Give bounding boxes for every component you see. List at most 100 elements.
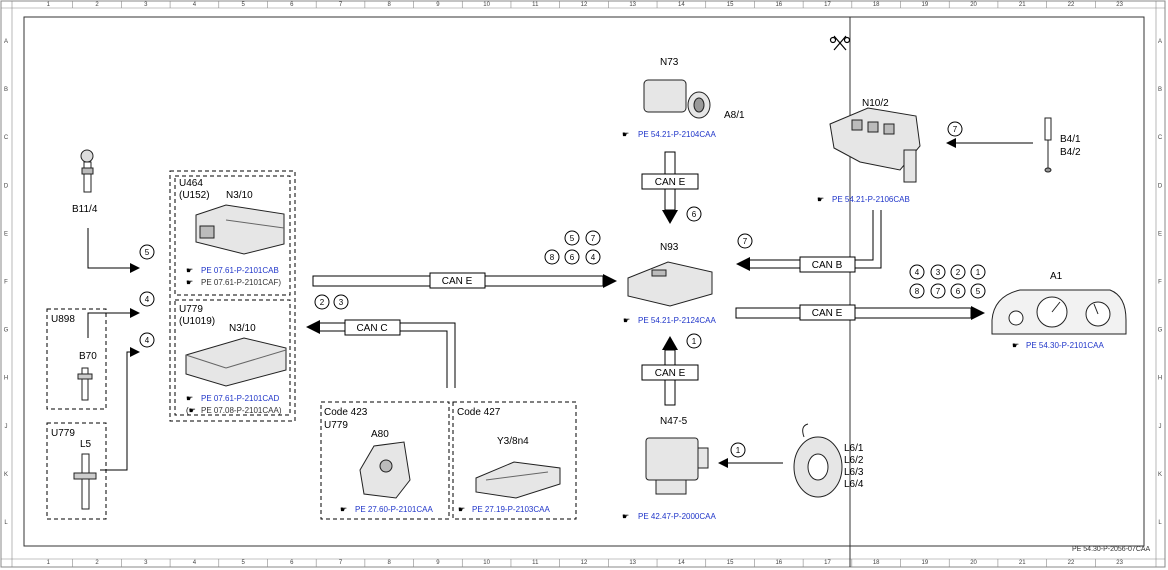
grid-col-label: 3	[144, 2, 148, 8]
n93-label: N93	[660, 242, 679, 253]
bubble-b11-4: 5	[145, 248, 150, 257]
brake-disc-icon	[793, 423, 843, 498]
bubble-a1-6: 6	[956, 287, 961, 296]
grid-col-label: 6	[290, 560, 294, 566]
code-423-box	[320, 401, 450, 520]
n3-10-ecu-icon	[195, 204, 285, 255]
n10-2-ref[interactable]: PE 54.21-P-2106CAB	[832, 195, 910, 204]
grid-row-label: C	[1158, 135, 1163, 141]
n73-ignition-icon	[643, 79, 711, 119]
n3-10-ref-b[interactable]: PE 07.61-P-2101CAF)	[201, 278, 281, 287]
grid-row-label: G	[4, 328, 9, 334]
y3-8n4-ref[interactable]: PE 27.19-P-2103CAA	[472, 505, 550, 514]
u779-code-label: U779	[324, 420, 348, 431]
grid-col-label: 1	[47, 2, 51, 8]
svg-text:☛: ☛	[186, 266, 193, 275]
grid-col-label: 21	[1019, 560, 1026, 566]
ecu-group-box	[169, 170, 296, 422]
bubble-a1-7: 7	[936, 287, 941, 296]
svg-text:☛: ☛	[186, 278, 193, 287]
grid-col-label: 18	[873, 560, 880, 566]
l6-4-label: L6/4	[844, 479, 864, 490]
svg-text:☛: ☛	[458, 505, 465, 514]
a80-selector-icon	[359, 441, 411, 499]
bubble-a1-1: 1	[976, 268, 981, 277]
u152-label: (U152)	[179, 190, 210, 201]
grid-col-label: 7	[339, 560, 343, 566]
grid-row-label: C	[4, 135, 9, 141]
u898-box	[46, 308, 107, 410]
b4-1-label: B4/1	[1060, 134, 1081, 145]
a80-ref[interactable]: PE 27.60-P-2101CAA	[355, 505, 433, 514]
grid-col-label: 19	[922, 2, 929, 8]
b4-2-label: B4/2	[1060, 147, 1081, 158]
n73-ref[interactable]: PE 54.21-P-2104CAA	[638, 130, 716, 139]
grid-row-label: D	[1158, 183, 1163, 189]
grid-col-label: 23	[1116, 560, 1123, 566]
bubble-n73: 6	[692, 210, 697, 219]
grid-row-label: H	[4, 376, 8, 382]
svg-text:☛: ☛	[1012, 341, 1019, 350]
n47-5-esp-icon	[645, 437, 709, 495]
n3-10-ref-c[interactable]: PE 07.61-P-2101CAD	[201, 394, 279, 403]
bubble-l5: 4	[145, 336, 150, 345]
grid-row-label: H	[1158, 376, 1162, 382]
bubble-n93-5: 5	[570, 234, 575, 243]
n73-label: N73	[660, 57, 679, 68]
n3-10-ref-d[interactable]: PE 07.08-P-2101CAA)	[201, 406, 282, 415]
svg-text:(☛: (☛	[186, 406, 196, 415]
inner-frame	[23, 16, 1145, 547]
grid-col-label: 15	[727, 560, 734, 566]
grid-row-label: F	[1158, 280, 1162, 286]
grid-col-label: 3	[144, 560, 148, 566]
n3-10-top-label: N3/10	[226, 190, 253, 201]
a8-1-label: A8/1	[724, 110, 745, 121]
grid-col-label: 14	[678, 560, 685, 566]
grid-col-label: 22	[1068, 2, 1075, 8]
grid-col-label: 12	[581, 2, 588, 8]
grid-col-label: 12	[581, 560, 588, 566]
svg-text:☛: ☛	[622, 130, 629, 139]
grid-row-label: E	[4, 231, 8, 237]
grid-col-label: 21	[1019, 2, 1026, 8]
grid-col-label: 4	[193, 2, 197, 8]
l6-1-label: L6/1	[844, 443, 864, 454]
l5-label: L5	[80, 439, 92, 450]
code-427-box	[452, 401, 577, 520]
a1-ref[interactable]: PE 54.30-P-2101CAA	[1026, 341, 1104, 350]
n47-5-ref[interactable]: PE 42.47-P-2000CAA	[638, 512, 716, 521]
svg-text:☛: ☛	[340, 505, 347, 514]
bubble-n93-6: 6	[570, 253, 575, 262]
grid-col-label: 13	[629, 560, 636, 566]
grid-col-label: 9	[436, 560, 440, 566]
u779-left-box	[46, 422, 107, 520]
grid-col-label: 5	[241, 2, 245, 8]
grid-col-label: 15	[727, 2, 734, 8]
u464-label: U464	[179, 178, 203, 189]
n3-10-ref-a[interactable]: PE 07.61-P-2101CAB	[201, 266, 279, 275]
svg-text:☛: ☛	[622, 512, 629, 521]
bubble-can-c-2: 2	[320, 298, 325, 307]
grid-col-label: 8	[388, 560, 392, 566]
can-e-main-label: CAN E	[442, 276, 473, 287]
grid-col-label: 19	[922, 560, 929, 566]
bubble-n93-7: 7	[591, 234, 596, 243]
bubble-l6: 1	[736, 446, 741, 455]
grid-col-label: 10	[483, 2, 490, 8]
grid-row-label: K	[1158, 472, 1162, 478]
grid-col-label: 4	[193, 560, 197, 566]
b11-4-label: B11/4	[72, 204, 98, 215]
n93-ref[interactable]: PE 54.21-P-2124CAA	[638, 316, 716, 325]
grid-col-label: 14	[678, 2, 685, 8]
grid-col-label: 9	[436, 2, 440, 8]
grid-col-label: 20	[970, 560, 977, 566]
grid-col-label: 17	[824, 2, 831, 8]
n10-2-label: N10/2	[862, 98, 889, 109]
bubble-a1-5: 5	[976, 287, 981, 296]
grid-col-label: 22	[1068, 560, 1075, 566]
grid-col-label: 2	[95, 560, 99, 566]
b70-label: B70	[79, 351, 97, 362]
n3-10-tcu-icon	[185, 337, 287, 387]
